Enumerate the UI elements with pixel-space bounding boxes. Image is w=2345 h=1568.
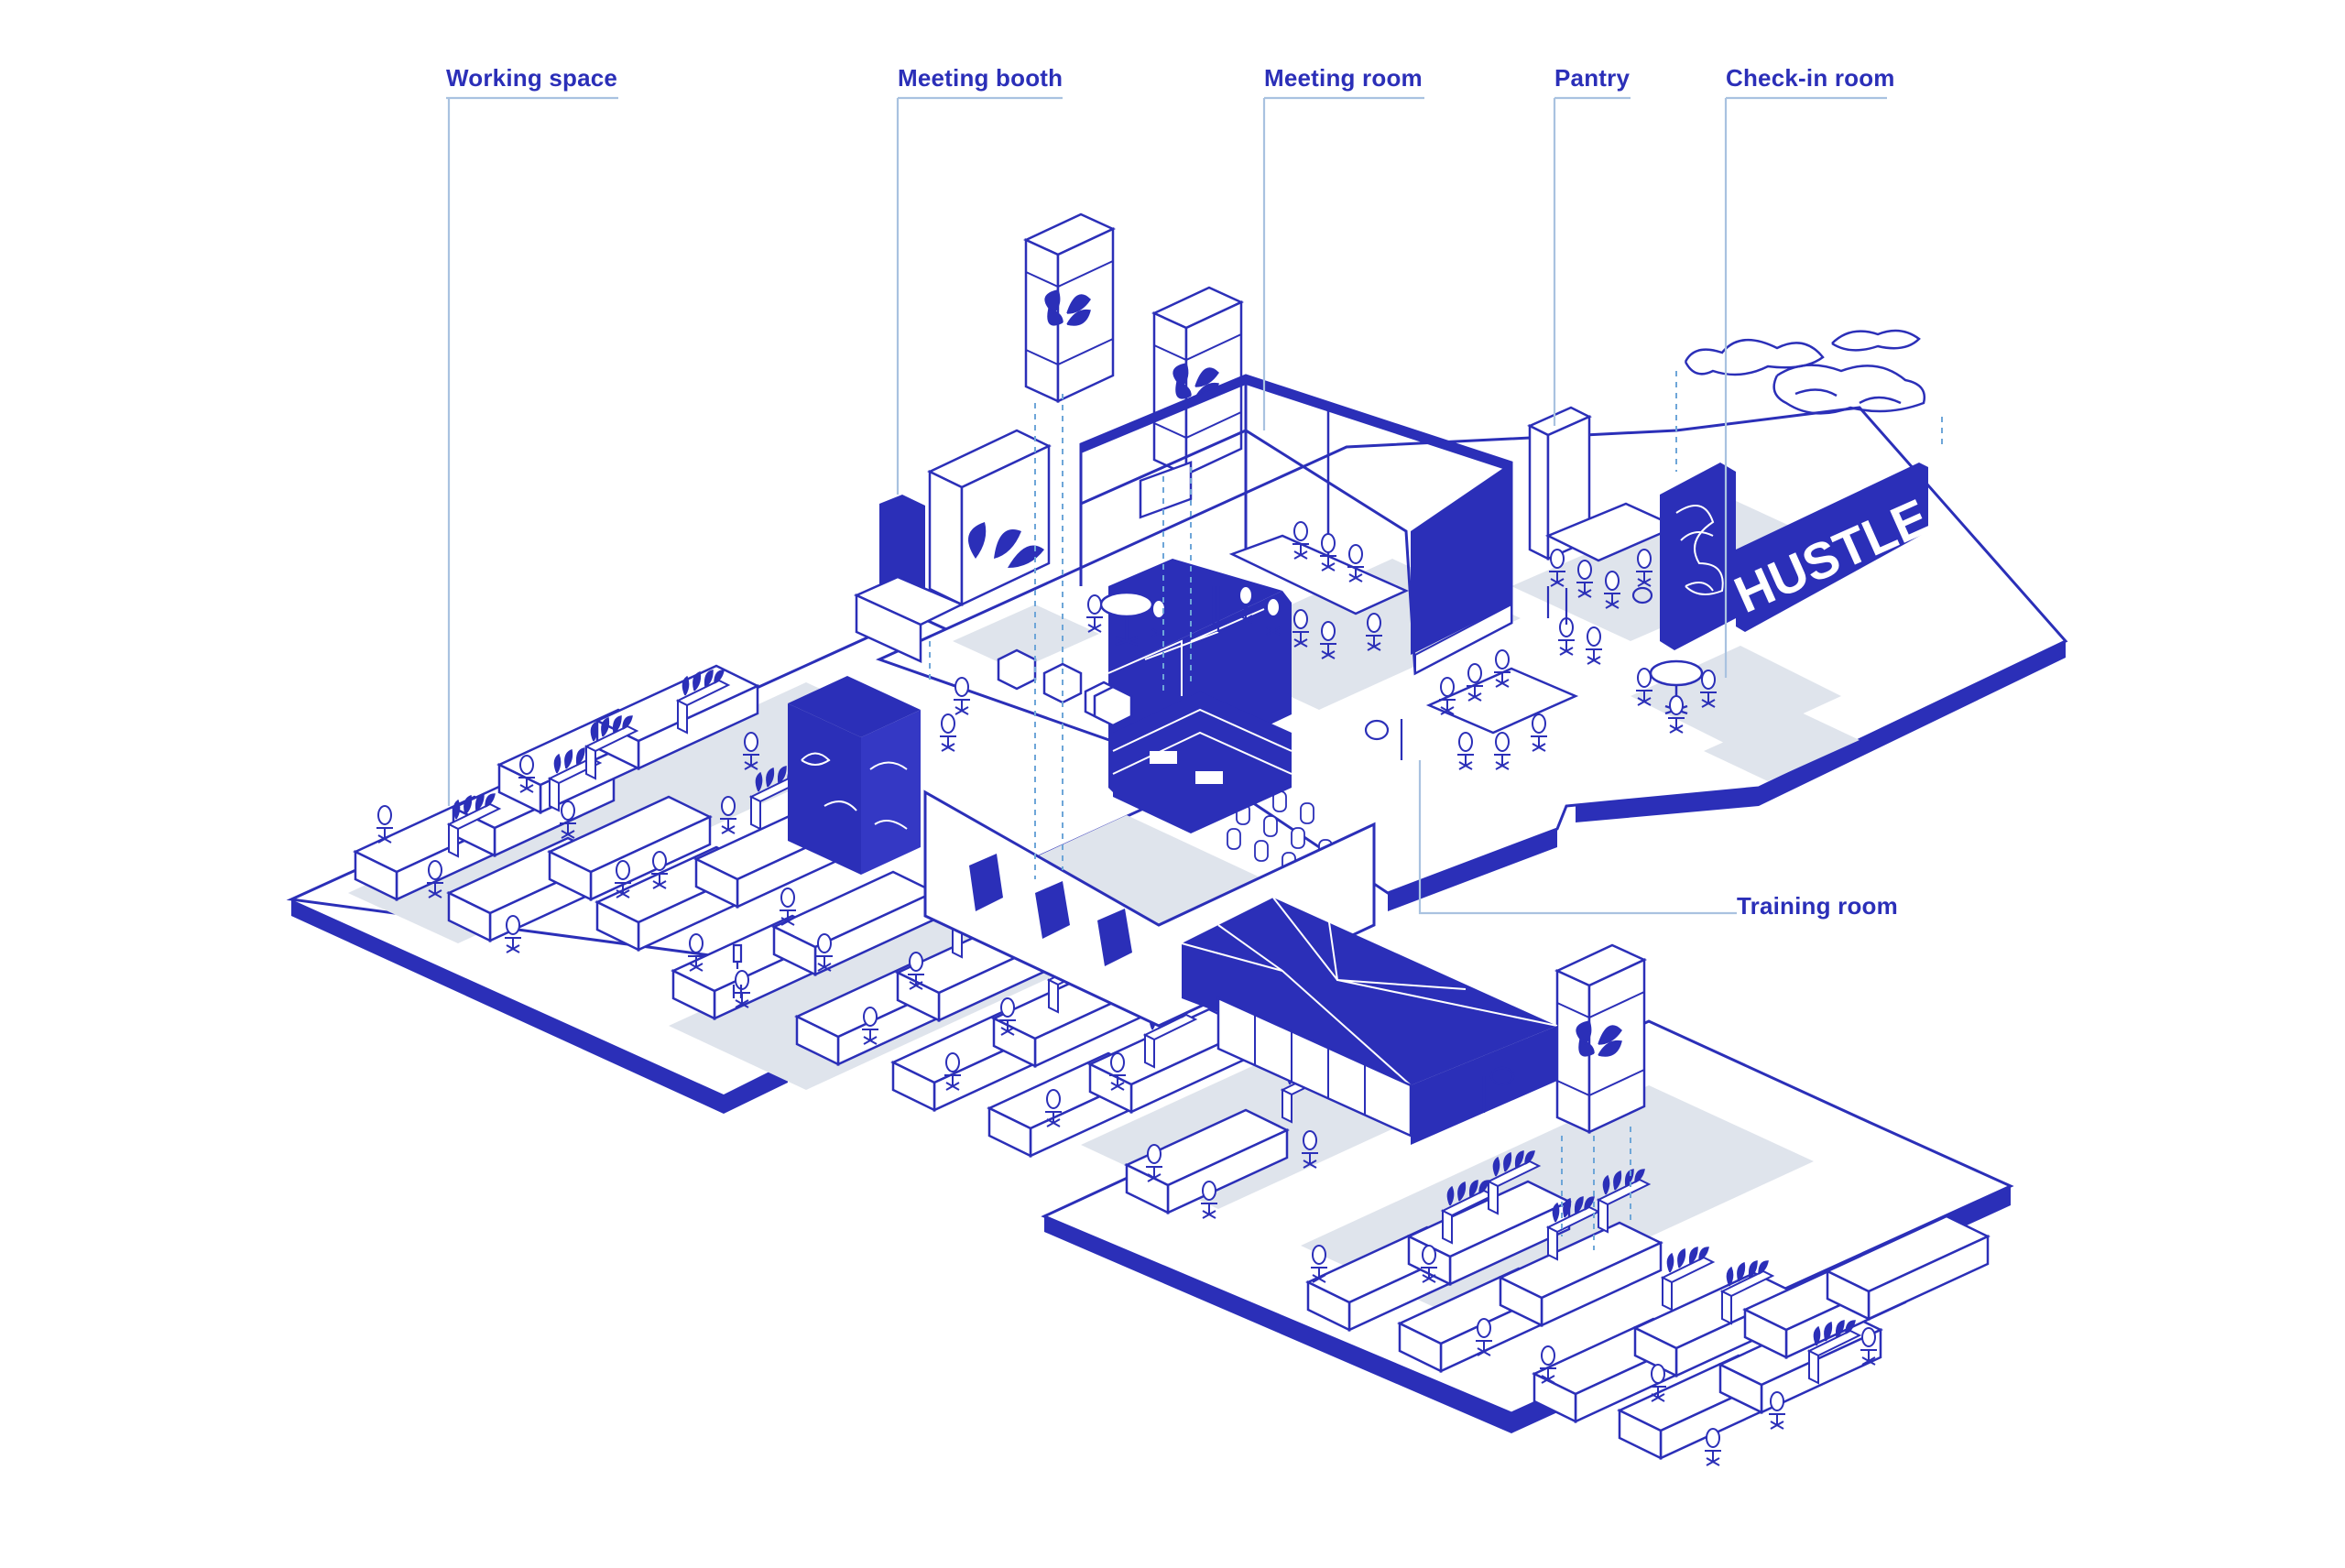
label-working-space: Working space bbox=[446, 64, 618, 92]
people-figures bbox=[732, 586, 1653, 1113]
dashed-guides bbox=[929, 371, 1943, 1250]
meeting-booth bbox=[853, 429, 1052, 663]
label-meeting-booth: Meeting booth bbox=[898, 64, 1063, 92]
feature-column bbox=[788, 676, 921, 875]
ottomans bbox=[997, 648, 1133, 727]
bleacher-seating bbox=[1112, 691, 1292, 833]
label-meeting-room: Meeting room bbox=[1264, 64, 1423, 92]
leader-lines bbox=[446, 96, 1887, 915]
label-pantry: Pantry bbox=[1554, 64, 1631, 92]
label-checkin-room: Check-in room bbox=[1726, 64, 1895, 92]
central-wall bbox=[923, 789, 1558, 1145]
meeting-room bbox=[1079, 374, 1513, 676]
label-training-room: Training room bbox=[1737, 892, 1898, 920]
